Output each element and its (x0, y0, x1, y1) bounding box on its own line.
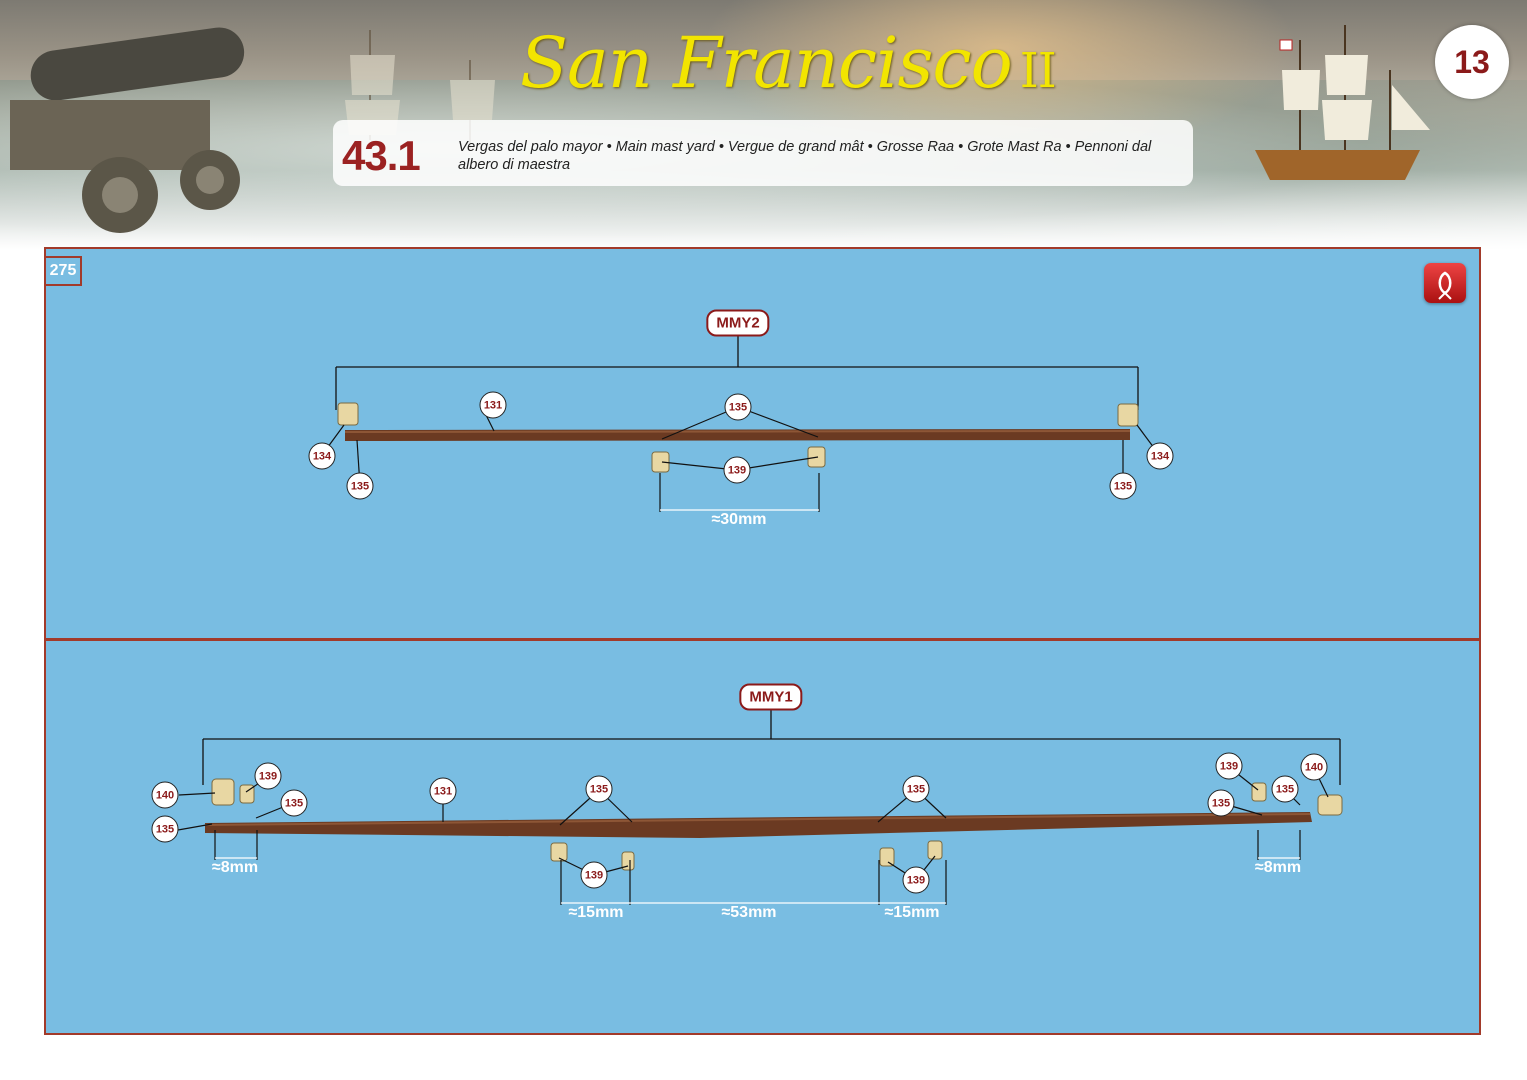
callout-139: 139 (254, 762, 282, 790)
dimension-label: ≈15mm (884, 904, 940, 921)
callout-135: 135 (346, 472, 374, 500)
callout-139: 139 (1215, 752, 1243, 780)
callout-135: 135 (902, 775, 930, 803)
callout-139: 139 (580, 861, 608, 889)
step-description: Vergas del palo mayor • Main mast yard •… (458, 139, 1152, 173)
callout-139: 139 (723, 456, 751, 484)
callout-135: 135 (1271, 775, 1299, 803)
callout-135: 135 (724, 393, 752, 421)
block-139-bl5 (927, 840, 943, 860)
block-140-right (1317, 794, 1343, 816)
block-139-bl4 (879, 847, 895, 867)
block-139-bl2 (550, 842, 568, 862)
callout-135: 135 (1207, 789, 1235, 817)
callout-135: 135 (151, 815, 179, 843)
yard-label-mmy2: MMY2 (706, 309, 770, 337)
callout-131: 131 (429, 777, 457, 805)
callout-140: 140 (151, 781, 179, 809)
step-number: 43.1 (342, 132, 421, 179)
figure-number: 275 (44, 256, 82, 286)
block-139-right (1251, 782, 1267, 802)
dimension-label: ≈15mm (568, 904, 624, 921)
callout-135: 135 (585, 775, 613, 803)
block-139-left (651, 451, 670, 473)
callout-135: 135 (280, 789, 308, 817)
callout-140: 140 (1300, 753, 1328, 781)
block-139-bl3 (621, 851, 635, 871)
callout-139: 139 (902, 866, 930, 894)
dimension-label: ≈8mm (1254, 859, 1302, 876)
rope-knot-icon (1424, 263, 1466, 303)
block-134-right (1117, 403, 1139, 427)
yard-label-mmy1: MMY1 (739, 683, 803, 711)
ship-illustrations (345, 25, 1430, 180)
page-number-badge: 13 (1435, 25, 1509, 99)
dimension-label: ≈30mm (711, 511, 767, 528)
step-box (333, 120, 1193, 186)
cannon-illustration (10, 27, 245, 233)
block-134-left (337, 402, 359, 426)
callout-131: 131 (479, 391, 507, 419)
block-140-left (211, 778, 235, 806)
callout-134: 134 (308, 442, 336, 470)
yard-mmy1 (205, 812, 1312, 838)
dimension-label: ≈8mm (211, 859, 259, 876)
callout-135: 135 (1109, 472, 1137, 500)
dimension-label: ≈53mm (721, 904, 777, 921)
callout-134: 134 (1146, 442, 1174, 470)
